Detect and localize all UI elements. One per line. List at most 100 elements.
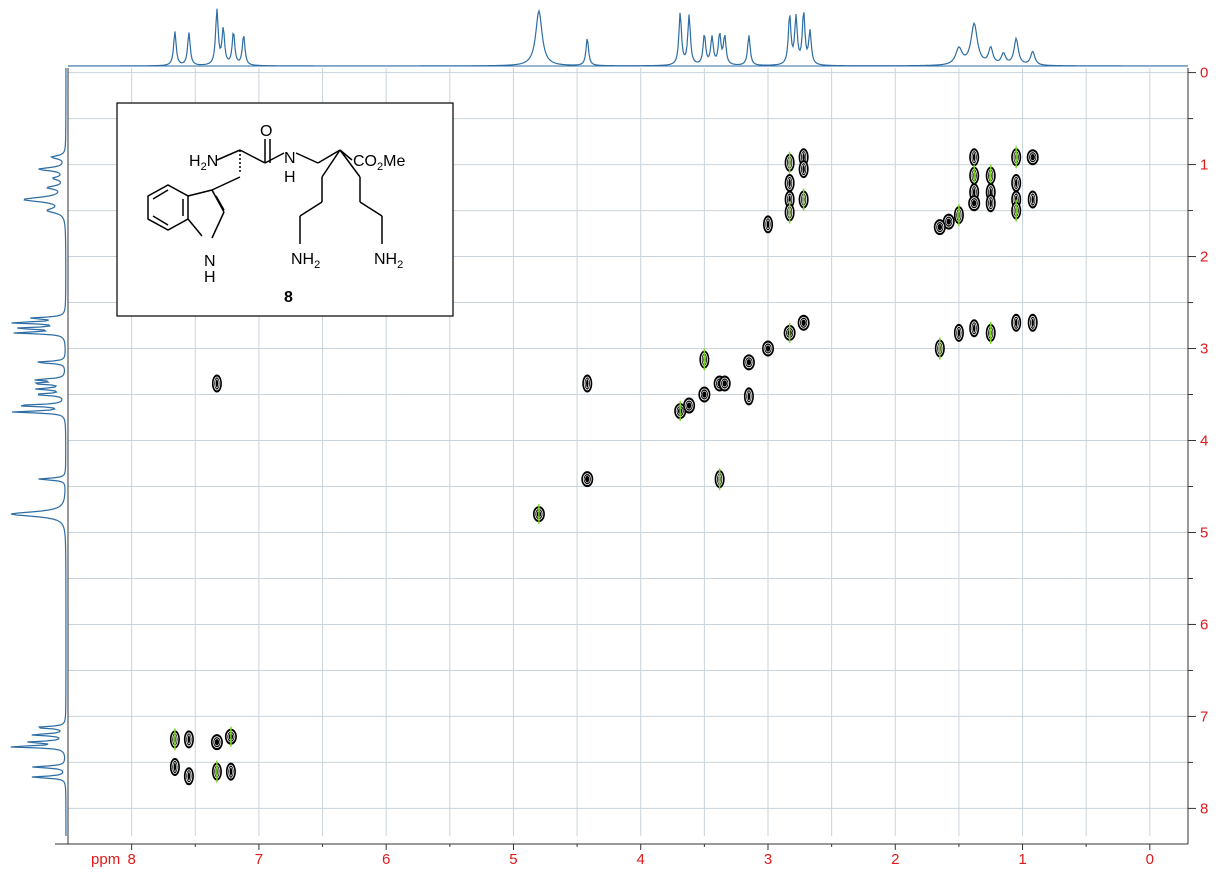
carbonyl-oxygen-label: O xyxy=(260,123,272,140)
cross-peak xyxy=(969,164,980,187)
cross-peak xyxy=(698,386,711,403)
contour-core xyxy=(972,323,976,334)
contour-inner xyxy=(684,399,694,412)
contour-inner xyxy=(763,342,773,355)
top-projection xyxy=(68,8,1188,67)
cross-peak xyxy=(714,468,725,491)
cross-peak xyxy=(784,151,795,174)
contour-inner xyxy=(970,321,978,336)
x-tick-label: 1 xyxy=(1018,851,1026,868)
ester-label: CO2Me xyxy=(353,153,405,173)
contour-inner xyxy=(786,176,794,190)
x-unit-label: ppm xyxy=(91,851,120,868)
cross-peak xyxy=(1027,313,1038,332)
amine-alpha-label: H2N xyxy=(189,153,218,173)
contour-inner xyxy=(583,376,591,391)
x-tick-label: 0 xyxy=(1146,851,1154,868)
contour-core xyxy=(937,223,943,231)
y-tick-label: 6 xyxy=(1200,616,1208,633)
cross-peak xyxy=(934,337,945,360)
cross-peak xyxy=(798,188,809,211)
cross-peak xyxy=(784,201,795,224)
cross-peak xyxy=(933,219,946,236)
contour-core xyxy=(1030,194,1035,205)
contour-core xyxy=(1030,317,1035,328)
contour-core xyxy=(1014,178,1018,188)
contour-inner xyxy=(944,215,954,228)
x-tick-label: 2 xyxy=(891,851,899,868)
x-tick-label: 3 xyxy=(764,851,772,868)
cross-peak xyxy=(699,348,710,371)
contour-inner xyxy=(582,473,592,486)
contour-core xyxy=(801,164,806,174)
y-tick-label: 0 xyxy=(1200,65,1208,82)
contour-inner xyxy=(212,736,222,749)
cross-peak xyxy=(1011,199,1022,222)
cross-peak xyxy=(532,504,545,525)
contour-inner xyxy=(699,388,709,401)
cross-peak xyxy=(211,760,222,783)
contour-inner xyxy=(213,376,221,391)
contour-inner xyxy=(800,162,808,177)
cross-peak xyxy=(1011,173,1022,192)
cross-peak xyxy=(169,728,180,751)
cross-peak xyxy=(1027,190,1038,209)
cross-peak xyxy=(798,160,809,179)
cross-peak xyxy=(581,471,594,488)
cross-peak xyxy=(210,734,223,751)
contour-core xyxy=(721,379,728,388)
contour-core xyxy=(187,734,191,745)
x-tick-label: 5 xyxy=(509,851,517,868)
cross-peak xyxy=(183,767,194,786)
contour-inner xyxy=(744,356,754,369)
amine-left-label: NH2 xyxy=(291,251,320,271)
cross-peak xyxy=(683,397,696,414)
cross-peak xyxy=(969,319,980,338)
cross-peak xyxy=(942,213,955,230)
contour-core xyxy=(701,390,708,399)
contour-inner xyxy=(1012,315,1020,330)
indole-n-label: N xyxy=(204,253,216,270)
contour-inner xyxy=(1029,315,1037,330)
contour-core xyxy=(215,378,219,389)
cross-peak xyxy=(953,323,964,342)
cross-peak xyxy=(225,762,236,781)
y-tick-label: 1 xyxy=(1200,157,1208,174)
cross-peak xyxy=(718,375,731,392)
contour-core xyxy=(765,344,771,353)
y-tick-label: 7 xyxy=(1200,708,1208,725)
cross-peak xyxy=(969,148,980,167)
molecule-inset: H2N O N H CO2Me N H NH2 NH2 8 xyxy=(116,102,454,317)
contour-core xyxy=(585,378,590,389)
contour-inner xyxy=(987,196,995,211)
left-projection-trace xyxy=(10,67,67,836)
cross-peak xyxy=(183,730,194,749)
cross-peak xyxy=(784,173,795,192)
molecule-frame xyxy=(116,102,454,317)
contour-inner xyxy=(1029,192,1037,207)
indole-h-label: H xyxy=(204,269,216,286)
contour-core xyxy=(173,762,177,772)
contour-core xyxy=(686,401,692,410)
contour-core xyxy=(800,318,807,327)
contour-core xyxy=(1014,317,1018,328)
contour-core xyxy=(766,219,770,230)
cross-peak xyxy=(1011,146,1022,169)
contour-core xyxy=(1029,153,1036,162)
contour-inner xyxy=(969,197,979,210)
cross-peak xyxy=(953,204,964,227)
cross-peak xyxy=(1026,149,1039,166)
contour-core xyxy=(187,771,191,782)
contour-inner xyxy=(970,150,978,165)
contour-core xyxy=(957,328,961,338)
contour-core xyxy=(229,766,233,777)
cross-peak xyxy=(968,195,981,212)
contour-inner xyxy=(185,769,193,784)
cross-peak xyxy=(224,726,237,747)
x-tick-label: 4 xyxy=(637,851,645,868)
top-projection-trace xyxy=(68,8,1188,67)
contour-inner xyxy=(227,764,235,779)
cross-peak xyxy=(582,374,593,393)
